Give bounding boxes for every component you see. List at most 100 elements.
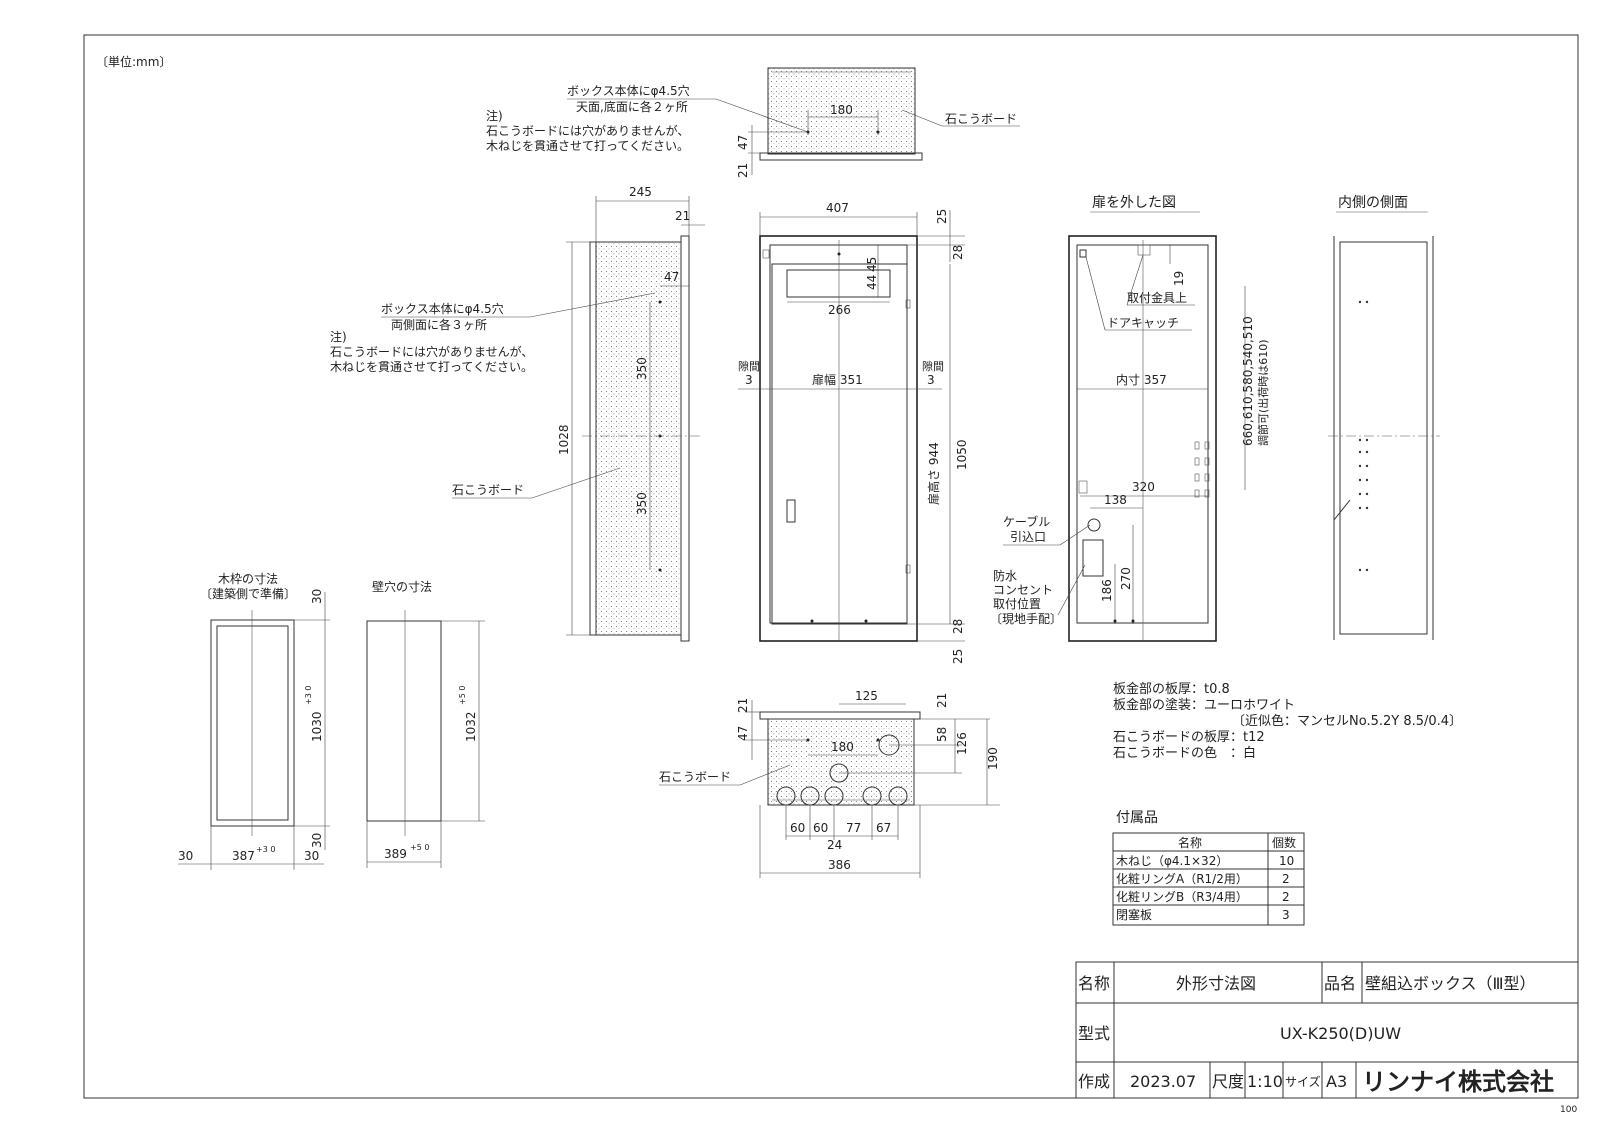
accessory-name: 木ねじ（φ4.1×32） [1116,854,1228,868]
front-door [771,263,908,625]
front-outer-frame [759,235,918,642]
bottom-dim-60b: 60 [813,821,828,835]
accessory-name: 閉塞板 [1116,907,1152,922]
frame-dim-30-top: 30 [310,589,324,604]
top-hole-note-1: ボックス本体にφ4.5穴 [567,83,690,98]
bottom-board-label: 石こうボード [659,770,731,784]
tb-model-label: 型式 [1078,1024,1110,1043]
wall-dim-1032: 1032 [464,711,478,742]
spec-line-3: 〔近似色：マンセルNo.5.2Y 8.5/0.4〕 [1232,713,1462,729]
side-note-title: 注) [330,329,347,344]
tb-made-label: 作成 [1078,1072,1110,1091]
bottom-dim-126: 126 [955,732,969,755]
front-door-width: 扉幅 351 [812,372,863,387]
wall-dim-389: 389 [384,847,407,861]
tb-company: リンナイ株式会社 [1362,1068,1554,1096]
side-view-board [595,241,682,636]
wall-dim-389-tol: +5 0 [410,843,429,852]
frame-dim-30-left: 30 [178,849,193,863]
door-dim-138: 138 [1104,493,1127,507]
inner-side-frame [1339,241,1428,635]
tb-name-value: 外形寸法図 [1176,974,1256,993]
door-removed-title: 扉を外した図 [1092,195,1176,211]
door-dim-270: 270 [1119,567,1133,590]
door-adjust-values: 660,610,580,540,510 [1241,316,1255,446]
side-note-line-1: 石こうボードには穴がありませんが、 [330,344,533,359]
frame-dim-387-tol: +3 0 [256,845,275,854]
front-dim-407: 407 [826,201,849,215]
bottom-dim-386: 386 [828,858,851,872]
front-gap-label-left: 隙間 [738,359,760,373]
front-dim-25-top: 25 [935,209,949,224]
title-block: 名称 外形寸法図 品名 壁組込ボックス（Ⅲ型） 型式 UX-K250(D)UW … [1075,961,1579,1099]
inner-side-title: 内側の側面 [1338,195,1408,211]
bottom-dim-21-right: 21 [935,693,949,708]
side-dim-1028: 1028 [557,424,571,455]
front-dim-28-bottom: 28 [951,619,965,634]
frame-outer [210,619,295,827]
spec-line-1: 板金部の板厚：t0.8 [1113,681,1230,697]
accessory-name: 化粧リングB（R3/4用） [1116,890,1248,904]
bottom-dim-58: 58 [935,727,949,742]
door-removed-view: 扉を外した図 19 取付金具上 ドアキャッチ 内寸 357 660,610,58… [990,195,1270,642]
bottom-dim-60a: 60 [790,821,805,835]
tb-product-label: 品名 [1324,974,1356,993]
front-dim-28-top: 28 [951,245,965,260]
accessories-title: 付属品 [1116,810,1158,826]
side-dim-21: 21 [675,209,690,223]
bottom-dim-47: 47 [736,726,750,741]
accessory-qty: 3 [1282,908,1290,922]
bottom-board [767,718,915,806]
side-view: 245 21 47 1028 350 350 ボックス本体にφ4.5穴 両側面に… [330,185,705,642]
accessory-name: 化粧リングA（R1/2用） [1116,872,1248,886]
sheet-border [83,34,1579,1099]
accessories-col-name: 名称 [1178,835,1202,850]
bottom-dim-21-left: 21 [736,698,750,713]
front-view: 407 25 28 44 45 266 隙間 3 隙間 3 扉幅 351 扉高さ… [738,201,969,664]
accessories-table: 付属品 名称 個数 木ねじ（φ4.1×32） 10 化粧リングA（R1/2用） … [1112,810,1305,926]
sheet-number: 100 [1560,1105,1577,1115]
unit-note: 〔単位:mm〕 [96,54,171,69]
side-hole-note-1: ボックス本体にφ4.5穴 [381,301,504,316]
side-hole-note-2: 両側面に各３ヶ所 [391,317,487,332]
frame-dim-1030: 1030 [310,711,324,742]
top-note-line-2: 木ねじを貫通させて打ってください。 [486,139,689,153]
tb-product-value: 壁組込ボックス（Ⅲ型） [1365,974,1536,993]
top-view-board [767,67,916,155]
specs-block: 板金部の板厚：t0.8 板金部の塗装：ユーロホワイト 〔近似色：マンセルNo.5… [1113,681,1462,761]
bottom-flange [759,711,921,720]
door-adjust-note: 調節可(出荷時は610) [1256,339,1270,446]
frame-inner [216,625,289,821]
frame-dim-387: 387 [232,849,255,863]
side-dim-350b: 350 [635,492,649,515]
side-dim-47: 47 [664,270,679,284]
front-door-height: 扉高さ 944 [926,442,941,505]
front-gap-val-left: 3 [745,373,753,387]
spec-line-5: 石こうボードの色 ：白 [1113,745,1256,761]
top-dim-21: 21 [736,163,750,178]
outlet-label-4: 〔現地手配〕 [990,612,1062,626]
wall-hole-title: 壁穴の寸法 [372,579,432,594]
bottom-dim-180: 180 [831,740,854,754]
side-view-flange-left [589,241,597,636]
side-board-label: 石こうボード [452,483,524,497]
bottom-dim-67: 67 [876,821,891,835]
frame-dims-view: 木枠の寸法 〔建築側で準備〕 30 1030 +3 0 30 30 387 +3… [178,572,330,870]
side-dim-350a: 350 [635,357,649,380]
inner-side-view: 内側の側面 [1328,195,1440,640]
front-window [786,269,891,298]
bottom-dim-125: 125 [855,689,878,703]
front-gap-val-right: 3 [927,373,935,387]
door-removed-frame [1068,235,1217,642]
door-dim-186: 186 [1100,579,1114,602]
frame-title-1: 木枠の寸法 [218,572,278,586]
cable-label-1: ケーブル [1003,514,1050,529]
wall-hole-rect [366,620,442,822]
side-note-line-2: 木ねじを貫通させて打ってください。 [330,360,533,374]
tb-scale-value: 1:10 [1247,1072,1283,1091]
bottom-dim-24: 24 [827,838,842,852]
top-dim-47: 47 [736,135,750,150]
frame-dim-30-right: 30 [304,849,319,863]
outlet-icon [1082,539,1104,577]
front-dim-1050: 1050 [955,439,969,470]
